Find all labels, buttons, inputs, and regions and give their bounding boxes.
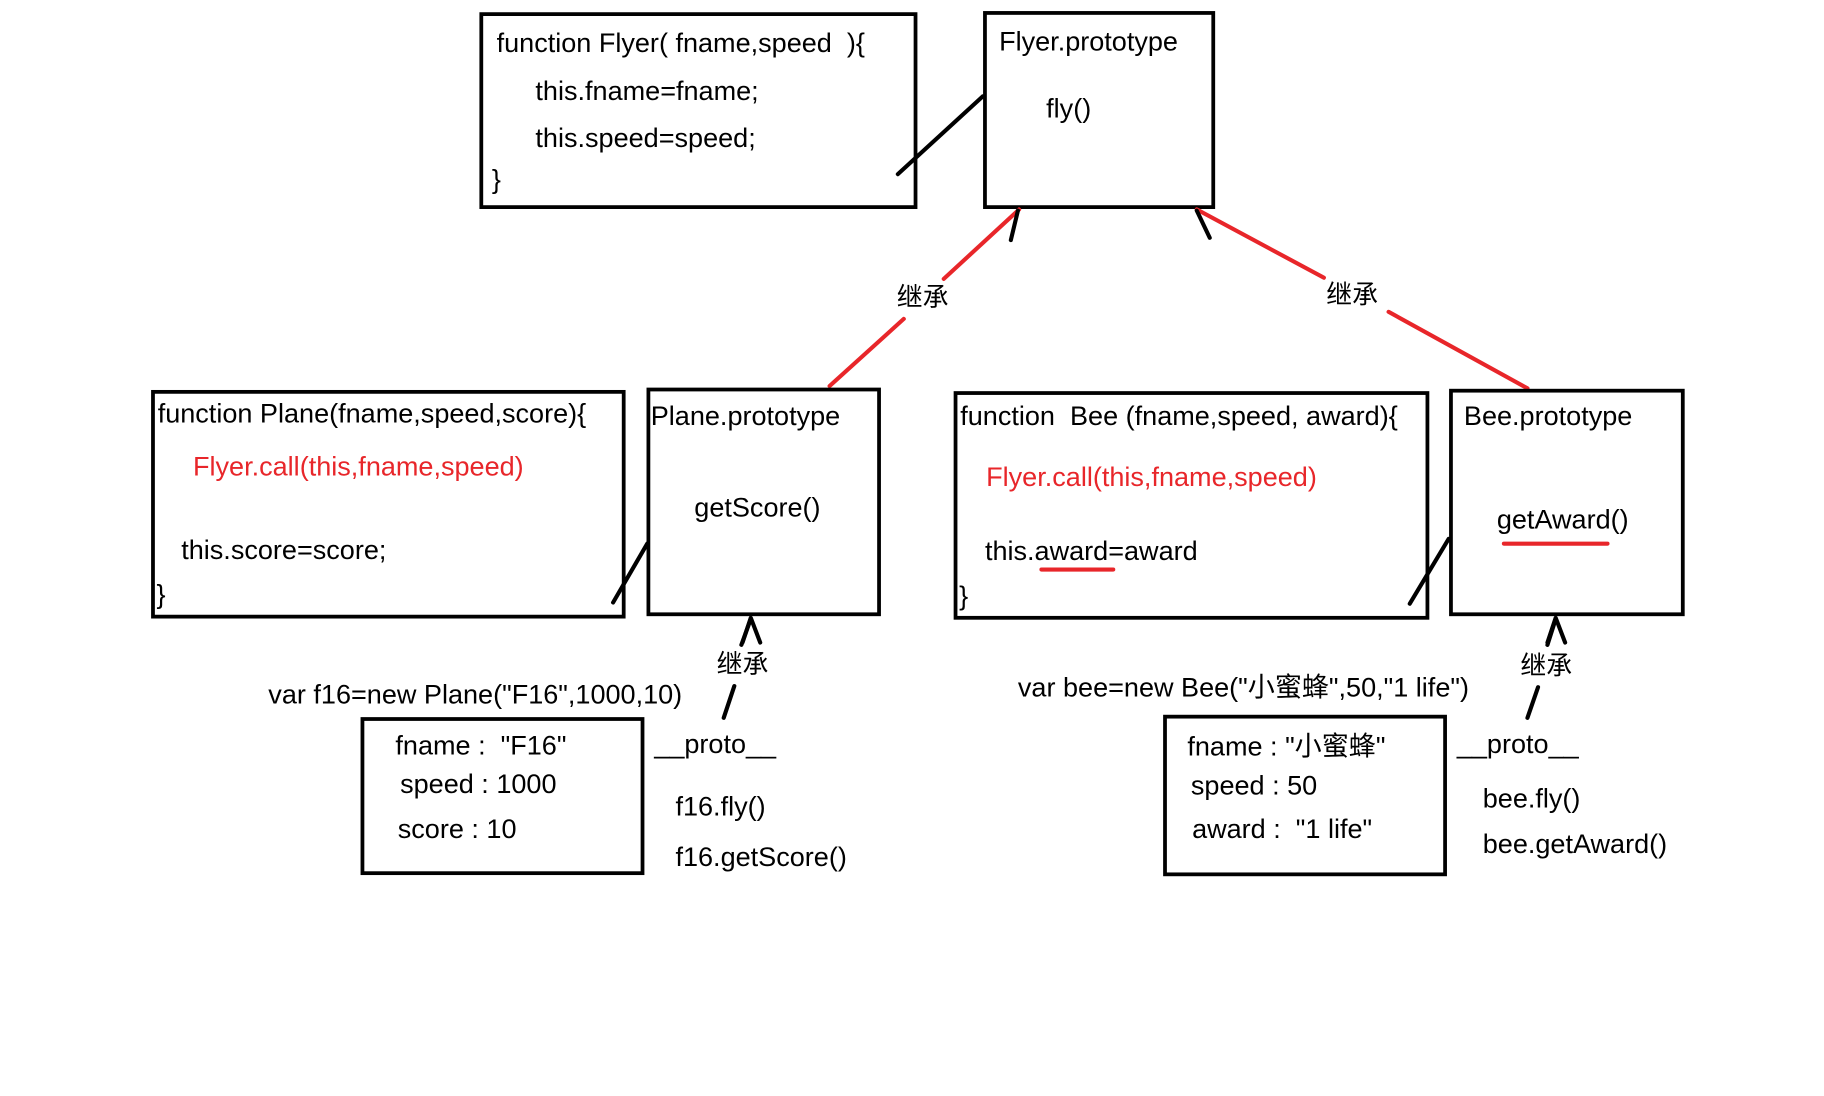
- plane-prototype-title: Plane.prototype: [651, 401, 840, 431]
- flyer-constructor-to-prototype-link: [895, 94, 985, 177]
- f16-field: fname : "F16": [395, 730, 566, 760]
- flyer-constructor-frame: [479, 12, 918, 209]
- inherit-label: 继承: [1326, 281, 1378, 310]
- bee-call: bee.fly(): [1483, 783, 1581, 813]
- plane-constructor-close: }: [157, 580, 166, 610]
- proto-link-line: [1545, 616, 1558, 647]
- inherit-line: [941, 207, 1022, 281]
- arrowhead: [1194, 208, 1212, 240]
- plane-constructor-line: this.score=score;: [181, 535, 386, 565]
- bee-prototype-frame: [1449, 388, 1685, 617]
- bee-constructor-close: }: [959, 581, 968, 611]
- plane-inherits-flyer-arrow: 继承: [827, 207, 1022, 389]
- inherit-line: [1386, 309, 1530, 391]
- plane-prototype-box: Plane.prototype getScore(): [646, 387, 881, 617]
- plane-constructor-frame: [151, 389, 626, 619]
- proto-link-line: [739, 616, 753, 647]
- bee-prototype-box: Bee.prototype getAward(): [1449, 388, 1685, 617]
- flyer-prototype-method: fly(): [1046, 94, 1091, 124]
- arrowhead: [1008, 208, 1020, 243]
- inherit-label: 继承: [897, 283, 949, 312]
- plane-constructor-to-prototype-link: [611, 541, 650, 605]
- plane-constructor-box: function Plane(fname,speed,score){ Flyer…: [151, 389, 626, 619]
- f16-instance-box: fname : "F16" speed : 1000 score : 10: [360, 717, 645, 876]
- bee-proto-label: __proto__: [1456, 729, 1580, 759]
- bee-constructor-box: function Bee (fname,speed, award){ Flyer…: [953, 391, 1430, 620]
- bee-prototype-title: Bee.prototype: [1464, 401, 1632, 431]
- plane-prototype-method: getScore(): [694, 493, 820, 523]
- bee-call: bee.getAward(): [1483, 829, 1667, 859]
- plane-super-call: Flyer.call(this,fname,speed): [193, 451, 524, 481]
- flyer-constructor-close: }: [492, 164, 501, 194]
- bee-constructor-line: this.award=award: [985, 536, 1198, 566]
- bee-field: fname : "小蜜蜂": [1187, 731, 1385, 761]
- bee-constructor-header: function Bee (fname,speed, award){: [960, 401, 1398, 431]
- flyer-constructor-line: this.fname=fname;: [535, 76, 758, 106]
- plane-constructor-header: function Plane(fname,speed,score){: [158, 398, 586, 428]
- f16-proto-label: __proto__: [653, 729, 777, 759]
- flyer-prototype-frame: [983, 11, 1216, 209]
- bee-constructor-to-prototype-link: [1407, 536, 1451, 606]
- f16-instance-frame: [360, 717, 645, 876]
- bee-proto-arrow: 继承: [1520, 615, 1572, 720]
- bee-instance-box: fname : "小蜜蜂" speed : 50 award : "1 life…: [1163, 714, 1447, 877]
- bee-inherits-flyer-arrow: 继承: [1194, 207, 1530, 391]
- plane-prototype-frame: [646, 387, 881, 617]
- inherit-label: 继承: [717, 650, 769, 679]
- flyer-constructor-box: function Flyer( fname,speed ){ this.fnam…: [479, 12, 918, 209]
- proto-link-line: [721, 683, 737, 720]
- f16-declaration: var f16=new Plane("F16",1000,10): [268, 680, 682, 710]
- bee-instance-frame: [1163, 714, 1447, 877]
- bee-prototype-method: getAward(): [1497, 504, 1629, 534]
- inherit-line: [827, 316, 906, 389]
- inherit-label: 继承: [1520, 651, 1572, 680]
- bee-super-call: Flyer.call(this,fname,speed): [986, 462, 1317, 492]
- flyer-constructor-line: this.speed=speed;: [535, 123, 755, 153]
- f16-field: speed : 1000: [400, 769, 556, 799]
- inherit-line: [1194, 207, 1326, 280]
- f16-call: f16.getScore(): [675, 842, 846, 872]
- bee-constructor-frame: [953, 391, 1430, 620]
- proto-link-line: [1525, 685, 1541, 720]
- bee-field: speed : 50: [1191, 770, 1317, 800]
- bee-declaration: var bee=new Bee("小蜜蜂",50,"1 life"): [1018, 673, 1469, 703]
- flyer-prototype-box: Flyer.prototype fly(): [983, 11, 1216, 209]
- bee-field: award : "1 life": [1192, 814, 1372, 844]
- f16-proto-arrow: 继承: [717, 615, 769, 720]
- f16-field: score : 10: [398, 814, 517, 844]
- f16-call: f16.fly(): [675, 792, 765, 822]
- flyer-constructor-header: function Flyer( fname,speed ){: [497, 28, 865, 58]
- flyer-prototype-title: Flyer.prototype: [999, 27, 1178, 57]
